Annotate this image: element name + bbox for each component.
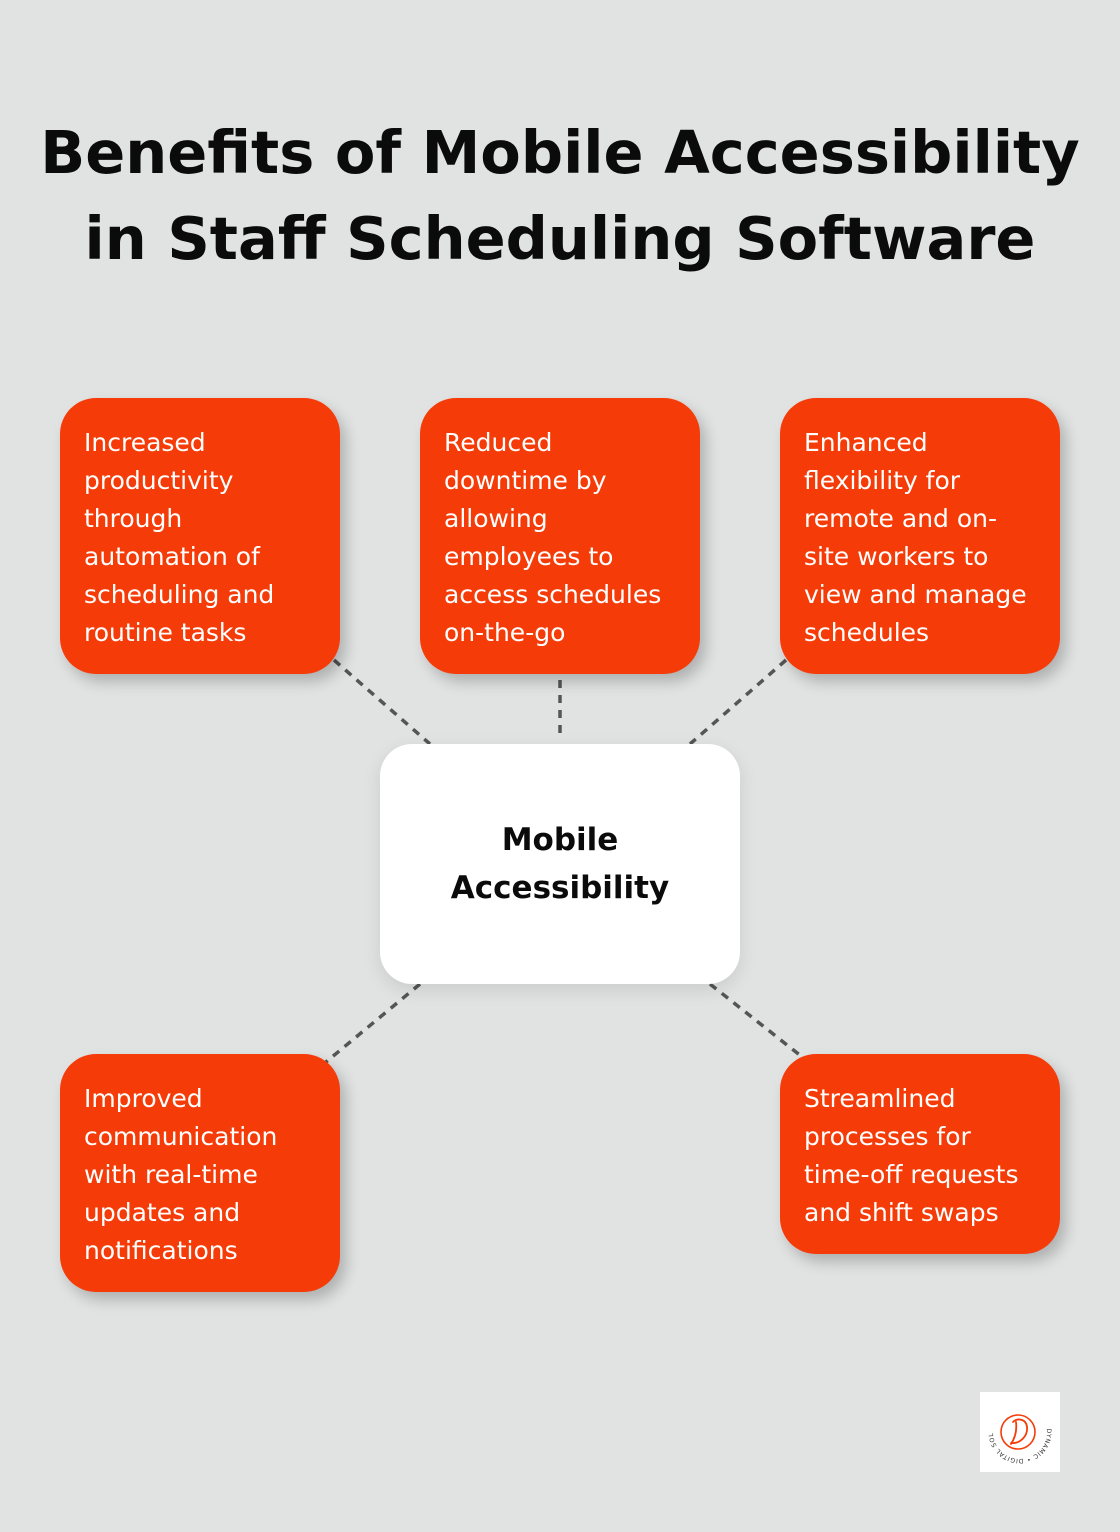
benefit-text-line: time-off requests <box>804 1160 1019 1189</box>
title-line-1: Benefits of Mobile Accessibility <box>40 118 1080 187</box>
benefit-text-line: productivity <box>84 466 234 495</box>
benefit-card-communication: Improved communication with real-time up… <box>60 1054 340 1292</box>
benefit-text-line: processes for <box>804 1122 971 1151</box>
benefit-text-line: view and manage <box>804 580 1027 609</box>
center-node: Mobile Accessibility <box>380 744 740 984</box>
benefit-text-line: and shift swaps <box>804 1198 999 1227</box>
benefit-card-productivity: Increased productivity through automatio… <box>60 398 340 674</box>
benefit-text-line: downtime by <box>444 466 607 495</box>
benefit-text-line: automation of <box>84 542 260 571</box>
connector-bottom-right <box>708 982 808 1062</box>
connector-bottom-left <box>324 982 422 1064</box>
connector-top-right <box>688 658 788 746</box>
center-label: Mobile Accessibility <box>450 822 670 906</box>
benefit-text-line: schedules <box>804 618 930 647</box>
benefit-text-line: through <box>84 504 183 533</box>
benefit-text-line: Increased <box>84 428 206 457</box>
benefit-text-line: allowing <box>444 504 548 533</box>
benefit-card-downtime: Reduced downtime by allowing employees t… <box>420 398 700 674</box>
benefit-text-line: site workers to <box>804 542 989 571</box>
benefit-card-streamlined: Streamlined processes for time-off reque… <box>780 1054 1060 1254</box>
logo-mark-icon: DYNAMIC • DIGITAL SOLUTIONS <box>980 1392 1052 1464</box>
benefit-text-line: routine tasks <box>84 618 247 647</box>
benefit-text-line: communication <box>84 1122 278 1151</box>
benefit-card-flexibility: Enhanced flexibility for remote and on- … <box>780 398 1060 674</box>
benefit-text-line: Reduced <box>444 428 553 457</box>
benefit-text-line: Streamlined <box>804 1084 956 1113</box>
benefit-text-line: employees to <box>444 542 614 571</box>
benefit-text-line: scheduling and <box>84 580 275 609</box>
brand-logo: DYNAMIC • DIGITAL SOLUTIONS <box>980 1392 1060 1472</box>
benefit-text-line: on-the-go <box>444 618 566 647</box>
page-title: Benefits of Mobile Accessibility in Staf… <box>0 110 1120 282</box>
benefit-text-line: access schedules <box>444 580 662 609</box>
benefit-text-line: updates and <box>84 1198 241 1227</box>
title-line-2: in Staff Scheduling Software <box>84 204 1036 273</box>
benefit-text-line: flexibility for <box>804 466 961 495</box>
benefit-text-line: remote and on- <box>804 504 998 533</box>
benefit-text-line: notifications <box>84 1236 238 1265</box>
benefit-text-line: with real-time <box>84 1160 258 1189</box>
benefit-text-line: Improved <box>84 1084 203 1113</box>
benefit-text-line: Enhanced <box>804 428 928 457</box>
connector-top-left <box>332 658 432 746</box>
